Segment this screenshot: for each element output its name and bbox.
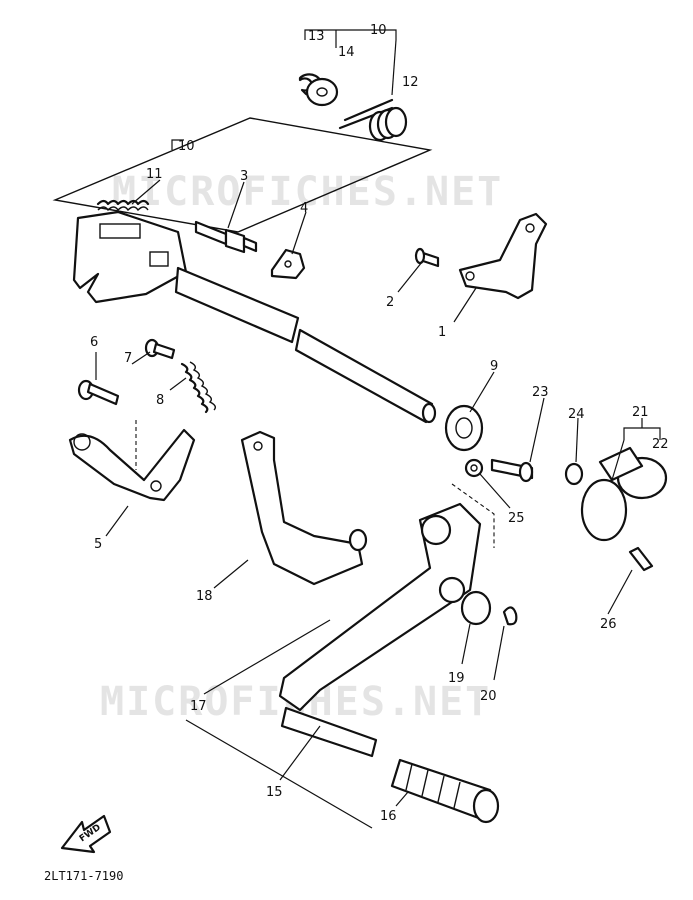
rod-23 [490,458,534,483]
label-10-top: 10 [370,23,387,38]
label-21: 21 [632,405,649,420]
bolt-2 [414,247,440,268]
part-labels: 1 2 3 4 5 6 7 8 9 10 10 11 12 13 14 15 1… [90,23,669,824]
oil-seal-9 [444,404,484,452]
label-24: 24 [568,407,585,422]
alignment-dashes [135,420,495,548]
shift-shaft [174,266,437,424]
leader-lines [95,139,661,829]
label-13: 13 [308,29,325,44]
label-17: 17 [190,699,207,714]
plate-4 [270,248,306,280]
label-6: 6 [90,335,98,350]
bolt-7 [144,338,176,360]
label-5: 5 [94,537,102,552]
label-11: 11 [146,167,163,182]
label-23: 23 [532,385,549,400]
bolt-3 [194,220,258,254]
drawing-code: 2LT171-7190 [44,869,123,883]
label-26: 26 [600,617,617,632]
label-9: 9 [490,359,498,374]
label-12: 12 [402,75,419,90]
label-18: 18 [196,589,213,604]
label-20: 20 [480,689,497,704]
label-22: 22 [652,437,669,452]
label-7: 7 [124,351,132,366]
label-4: 4 [300,201,308,216]
bolt-26 [628,546,654,572]
bolt-6 [77,379,120,406]
arm-18 [240,430,368,586]
assembly-box-10 [52,117,433,233]
nut-25 [464,458,484,478]
label-15: 15 [266,785,283,800]
shift-lever-assembly [72,210,188,304]
clip-20 [502,606,518,626]
bracket-1 [458,212,548,300]
label-2: 2 [386,295,394,310]
label-10-lower: 10 [178,139,195,154]
label-25: 25 [508,511,525,526]
label-16: 16 [380,809,397,824]
bracket-10-top [304,29,397,96]
foot-rubber-16 [390,758,500,824]
label-14: 14 [338,45,355,60]
washer-14 [305,77,339,107]
washer-19 [460,590,492,626]
watermark-top: MICROFICHES.NET [112,169,503,215]
fwd-arrow-icon: FWD [60,814,112,854]
collar-24 [564,462,584,486]
rod-end-21 [580,446,668,542]
shift-pedal-17 [278,502,482,758]
label-1: 1 [438,325,446,340]
label-19: 19 [448,671,465,686]
label-8: 8 [156,393,164,408]
link-arm-5 [68,428,196,502]
spring-12 [338,98,408,142]
spring-8 [180,361,217,414]
label-3: 3 [240,169,248,184]
